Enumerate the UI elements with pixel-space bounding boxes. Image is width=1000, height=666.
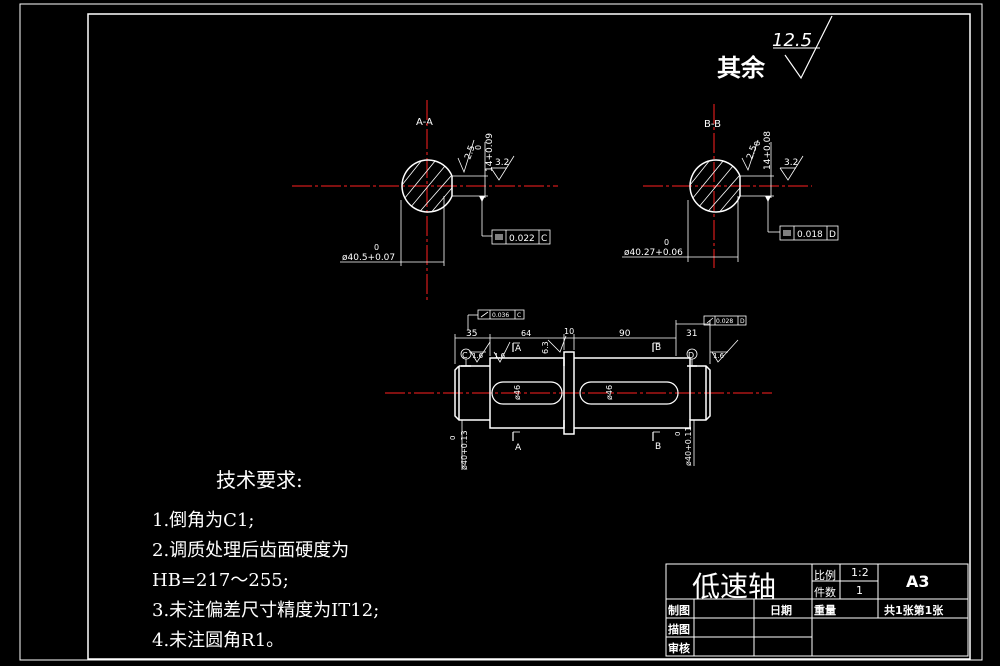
rough-left: 1.6 [472,352,484,360]
cut-b-top: B [655,343,661,353]
aa-width-lower: 0 [474,145,483,150]
datum-d-label: D [688,351,694,360]
count-value: 1 [856,584,863,597]
note-1: 1.倒角为C1; [152,510,255,531]
shaft-outline [454,351,711,435]
dim-31: 31 [686,329,697,339]
dim-35: 35 [466,329,477,339]
aa-tolerance-value: 0.022 [509,234,535,244]
note-3: HB=217～255; [152,570,289,591]
rest-roughness-value: 12.5 [772,30,812,51]
bb-datum: D [829,230,836,240]
key-width-right: ø46 [605,385,614,400]
roughness-rest-symbol: 12.5 其余 [717,15,833,82]
bb-roughness-2: 3.2 [784,158,798,168]
dia-right-lower: 0 [674,432,682,436]
bb-diameter-lower: 0 [664,238,669,247]
scale-label: 比例 [814,569,836,582]
runout-right-datum: D [740,318,745,325]
rough-right: 1.6 [713,352,725,360]
cut-a-top: A [515,344,522,354]
dia-left-lower: 0 [449,436,457,440]
rest-roughness-label: 其余 [717,54,766,82]
notes-title: 技术要求: [216,468,303,492]
bb-width-lower: 0 [753,141,762,146]
traced-label: 描图 [668,623,690,636]
section-aa: A-A 14+0.09 0 2.5 3.2 ø40.5+0.0 [292,100,558,302]
datum-c-label: C [462,351,468,360]
dim-90: 90 [619,329,631,339]
runout-frame-right [703,315,747,326]
dia-left: ø40+0.13 [460,430,469,470]
note-4: 3.未注偏差尺寸精度为IT12; [152,600,380,621]
sheet-info: 共1张第1张 [884,604,944,617]
drawn-label: 制图 [668,604,690,617]
part-name: 低速轴 [692,570,777,603]
section-aa-title: A-A [416,117,433,128]
sheet-size: A3 [906,572,930,591]
note-2: 2.调质处理后齿面硬度为 [152,540,350,561]
cut-a-bottom: A [515,443,522,453]
rough-mid: 1.6 [494,352,506,360]
aa-roughness-2: 3.2 [495,158,509,168]
section-bb-title: B-B [704,119,721,130]
count-label: 件数 [814,586,836,599]
bb-diameter: ø40.27+0.06 [624,248,683,258]
section-bb: B-B 14+0.08 0 2.5 3.2 ø40.27+0.06 0 [622,104,839,268]
aa-roughness-1: 2.5 [463,144,477,161]
aa-diameter-lower: 0 [374,243,379,252]
bb-tolerance-frame [779,225,839,241]
title-block-grid [665,563,969,657]
aa-tolerance-frame [491,229,551,245]
cut-b-bottom: B [655,442,661,452]
weight-label: 重量 [814,604,836,617]
keyway-left [491,381,563,405]
inner-frame [87,13,971,660]
shaft-view: ø46 ø46 35 64 10 90 31 0.036 C 0.028 D C [385,309,772,470]
scale-value: 1:2 [851,566,869,579]
note-5: 4.未注圆角R1。 [152,630,285,651]
bb-tolerance-value: 0.018 [797,230,823,240]
bb-roughness-1: 2.5 [745,144,759,161]
aa-diameter: ø40.5+0.07 [342,253,395,263]
runout-left-datum: C [517,312,521,319]
keyway-right [579,381,679,405]
rough-collar: 6.3 [541,341,550,354]
runout-left-value: 0.036 [492,312,509,319]
outer-frame [19,3,983,661]
key-width-left: ø46 [513,385,522,400]
dim-10: 10 [564,327,574,336]
checked-label: 审核 [668,642,690,655]
aa-width: 14+0.09 [485,133,495,172]
bb-width: 14+0.08 [763,131,773,170]
runout-frame-left [477,309,525,320]
dia-right: ø40+0.11 [684,426,693,466]
dim-64: 64 [521,329,531,338]
runout-right-value: 0.028 [716,318,733,325]
date-label: 日期 [770,604,792,617]
aa-datum: C [541,234,547,244]
